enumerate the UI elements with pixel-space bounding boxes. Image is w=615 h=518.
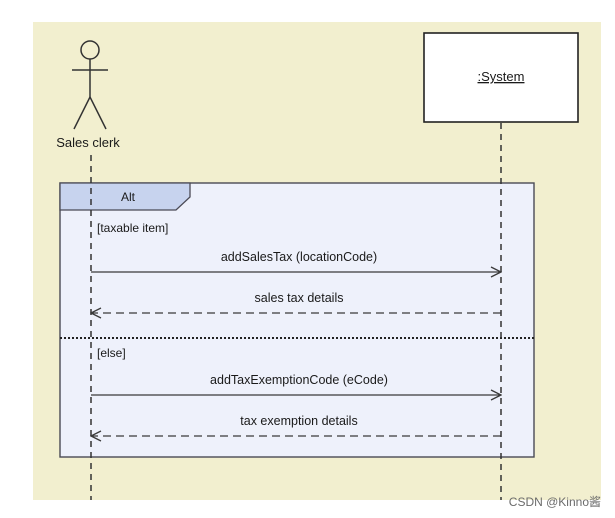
alt-fragment-tab [59, 182, 191, 211]
message-3-label: addTaxExemptionCode (eCode) [210, 373, 388, 387]
watermark: CSDN @Kinno酱 [508, 495, 601, 509]
actor-stick-figure-icon [72, 40, 108, 130]
message-4-label: tax exemption details [240, 414, 357, 428]
message-1-label: addSalesTax (locationCode) [221, 250, 377, 264]
alt-fragment [59, 182, 535, 458]
guard-taxable-item: [taxable item] [97, 221, 168, 235]
alt-operator-label: Alt [121, 190, 136, 204]
system-object-box [423, 32, 579, 123]
system-object-label: :System [478, 69, 525, 84]
guard-else: [else] [97, 346, 126, 360]
message-2-label: sales tax details [255, 291, 344, 305]
actor-label: Sales clerk [56, 135, 120, 150]
